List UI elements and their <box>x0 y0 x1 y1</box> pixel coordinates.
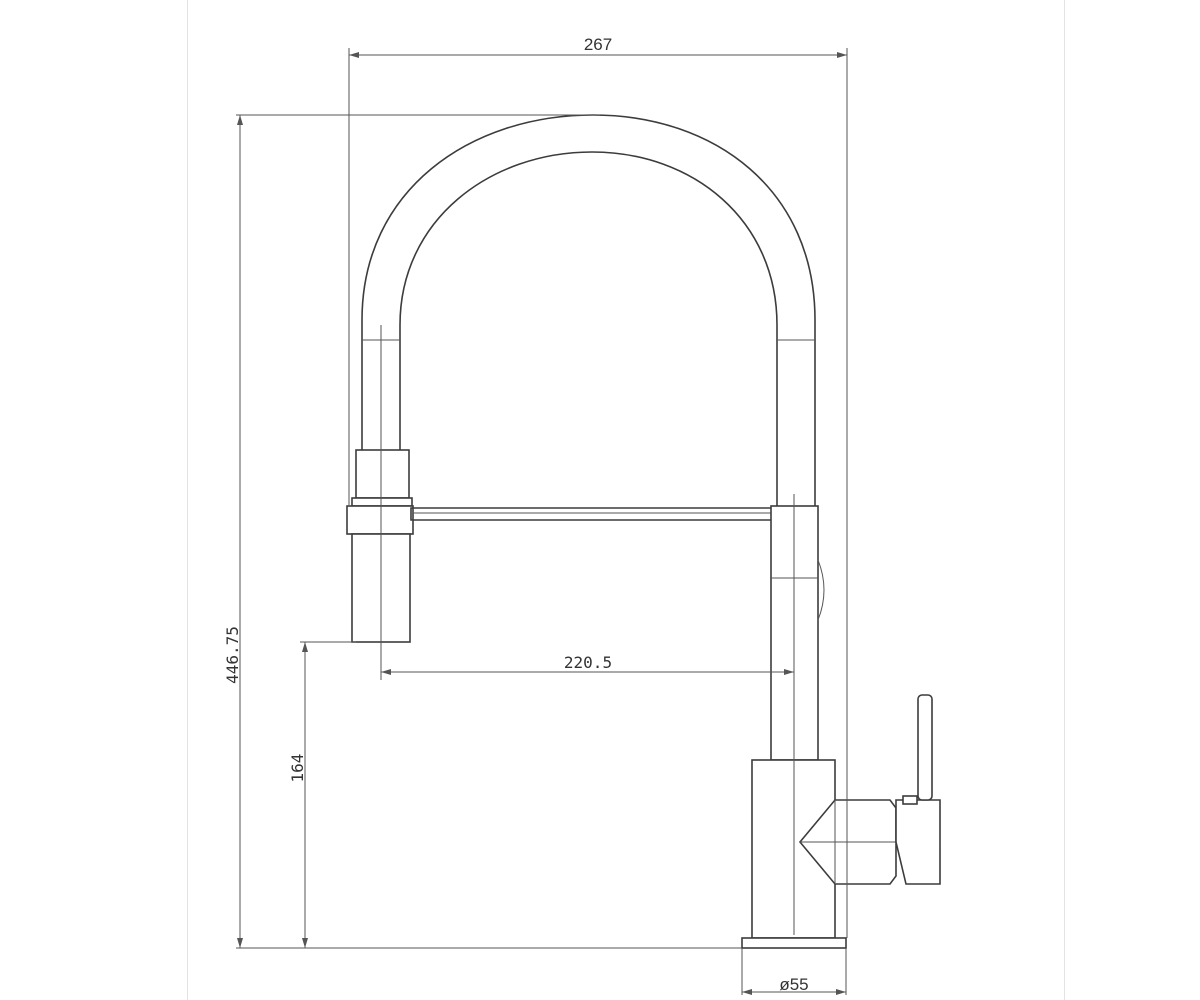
holder-arm <box>410 507 779 521</box>
left-border <box>187 0 188 1000</box>
sprayer-ring-top <box>351 497 413 507</box>
right-border <box>1064 0 1065 1000</box>
handle-lever <box>917 694 933 801</box>
base-diameter-label: ø55 <box>779 975 808 994</box>
width-arrow-left <box>349 52 359 58</box>
width-arrow-right <box>837 52 847 58</box>
handle-knob <box>895 799 941 885</box>
overall-height-label: 446.75 <box>223 626 242 684</box>
outlet-height-label: 164 <box>288 754 307 783</box>
spout-arch-inner <box>399 151 778 340</box>
diameter-arrow-right <box>836 989 846 995</box>
body-column-highlight <box>817 559 825 621</box>
height-arrow-bottom <box>237 938 243 948</box>
dimension-lines <box>236 48 848 995</box>
diameter-arrow-left <box>742 989 752 995</box>
outlet-arrow-bottom <box>302 938 308 948</box>
reach-arrow-left <box>381 669 391 675</box>
spout-arch-outer <box>361 114 816 510</box>
spout-reach-label: 220.5 <box>564 653 612 672</box>
handle-pivot <box>902 795 918 805</box>
base-plate <box>741 937 847 949</box>
sprayer-collar <box>355 449 410 499</box>
overall-width-label: 267 <box>584 35 612 54</box>
height-arrow-top <box>237 115 243 125</box>
dimension-labels: 267 446.75 164 220.5 ø55 <box>223 35 809 994</box>
sprayer-clamp <box>346 505 414 535</box>
faucet-outline <box>346 114 941 949</box>
outlet-arrow-top <box>302 642 308 652</box>
reach-arrow-right <box>784 669 794 675</box>
